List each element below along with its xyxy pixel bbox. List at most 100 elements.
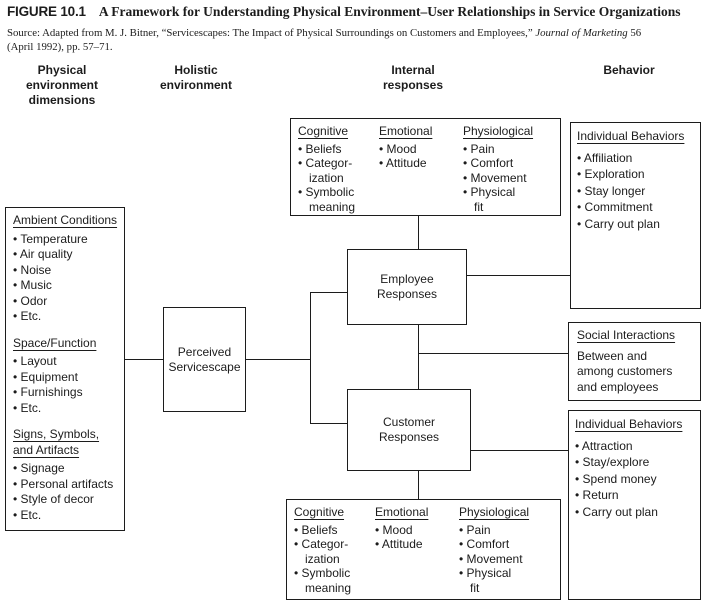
bullet-item: • Stay/explore [575,455,650,469]
column-list: • Pain• Comfort• Movement• Physical fit [463,142,559,215]
bullet-item: • Pain [463,141,495,156]
bullet-item: • Beliefs [294,522,338,537]
emotional-column: Emotional • Mood• Attitude [379,124,463,215]
bullet-item: • Movement [459,551,523,566]
bullet-item: • Etc. [13,400,42,415]
bullet-item: • Spend money [575,471,657,486]
individual-behaviors-employee-box: Individual Behaviors • Affiliation• Expl… [570,122,701,309]
bullet-item: • Movement [463,170,527,185]
bullet-item: • Exploration [577,167,645,181]
bullet-item: • Beliefs [298,141,342,156]
box-heading: Individual Behaviors [577,129,685,143]
bullet-item: • Mood [375,522,413,537]
section-list: • Signage• Personal artifacts• Style of … [13,461,122,523]
figure-header: FIGURE 10.1 A Framework for Understandin… [7,4,680,20]
bullet-item: • Comfort [463,156,514,170]
source-journal-name: Journal of Marketing [535,27,628,39]
bullet-item: • Stay longer [577,183,646,198]
bullet-item: • Personal artifacts [13,476,114,491]
bullet-item: • Physical fit [459,566,512,595]
emotional-column: Emotional • Mood• Attitude [375,505,459,599]
employee-responses-box: Employee Responses [347,249,467,325]
column-header-holistic-environment: Holistic environment [159,63,232,92]
section-space-function: Space/Function • Layout• Equipment• Furn… [13,336,122,417]
section-heading: Space/Function [13,335,97,350]
column-heading-emotional: Emotional [375,505,429,519]
column-heading-physiological: Physiological [459,505,530,519]
behavior-list: • Attraction • Stay/explore • Spend money •… [575,438,698,521]
section-heading: Signs, Symbols, and Artifacts [13,427,100,457]
bullet-item: • Etc. [13,507,42,522]
section-ambient-conditions: Ambient Conditions • Temperature• Air qu… [13,213,122,325]
social-interactions-body: Between and among customers and employee… [577,348,673,394]
bullet-item: • Symbolic meaning [294,566,352,595]
connector-to-social-interactions [419,353,568,354]
employee-responses-label: Employee Responses [376,272,438,301]
column-header-physical-environment-dimensions: Physical environment dimensions [25,63,98,107]
connector-trunk-to-customer [311,423,347,424]
bullet-item: • Signage [13,461,65,475]
column-heading-cognitive: Cognitive [298,124,349,138]
section-signs-symbols-artifacts: Signs, Symbols, and Artifacts • Signage•… [13,427,122,523]
bullet-item: • Furnishings [13,385,83,399]
column-header-behavior: Behavior [603,63,655,77]
figure-title: A Framework for Understanding Physical E… [98,4,681,19]
bullet-item: • Music [13,278,52,292]
internal-responses-customer-box: Cognitive • Beliefs• Categor- ization• S… [286,499,561,600]
connector-trunk-vertical [310,292,311,424]
bullet-item: • Comfort [459,537,510,551]
physiological-column: Physiological • Pain• Comfort• Movement•… [463,124,559,215]
column-heading-cognitive: Cognitive [294,505,345,519]
physiological-column: Physiological • Pain• Comfort• Movement•… [459,505,555,599]
column-list: • Mood• Attitude [375,523,459,552]
bullet-item: • Categor- ization [294,537,349,566]
column-heading-emotional: Emotional [379,124,433,138]
column-heading-physiological: Physiological [463,124,534,138]
cognitive-column: Cognitive • Beliefs• Categor- ization• S… [298,124,379,215]
bullet-item: • Attraction [575,438,633,453]
bullet-item: • Noise [13,262,52,277]
column-list: • Beliefs• Categor- ization• Symbolic me… [294,523,375,596]
bullet-item: • Attitude [375,537,423,551]
bullet-item: • Mood [379,141,417,156]
perceived-servicescape-label: Perceived Servicescape [168,344,241,374]
column-list: • Pain• Comfort• Movement• Physical fit [459,523,555,596]
bullet-item: • Attitude [379,156,427,170]
figure-source: Source: Adapted from M. J. Bitner, “Serv… [7,26,669,54]
source-text-suffix: 56 (April 1992), pp. 57–71. [7,27,642,54]
section-heading: Ambient Conditions [13,213,118,227]
connector-dimensions-to-servicescape [124,359,164,360]
bullet-item: • Temperature [13,231,88,246]
bullet-item: • Return [575,488,619,502]
box-heading: Individual Behaviors [575,417,683,431]
connector-customer-to-internal-bottom [418,470,419,499]
connector-employee-to-individual-behaviors [466,275,570,276]
section-list: • Temperature• Air quality• Noise• Music… [13,232,122,325]
bullet-item: • Etc. [13,309,42,323]
column-list: • Beliefs• Categor- ization• Symbolic me… [298,142,379,215]
bullet-item: • Layout [13,354,57,368]
cognitive-column: Cognitive • Beliefs• Categor- ization• S… [294,505,375,599]
bullet-item: • Carry out plan [577,216,660,231]
bullet-item: • Categor- ization [298,156,353,185]
individual-behaviors-customer-box: Individual Behaviors • Attraction • Stay/… [568,410,701,600]
internal-responses-employee-box: Cognitive • Beliefs• Categor- ization• S… [290,118,561,216]
figure-number-label: FIGURE 10.1 [7,4,86,19]
bullet-item: • Odor [13,293,48,308]
physical-dimensions-box: Ambient Conditions • Temperature• Air qu… [5,207,125,531]
connector-internal-top-to-employee [418,215,419,249]
column-header-internal-responses: Internal responses [382,63,444,92]
connector-servicescape-to-trunk [246,359,311,360]
connector-employee-to-customer [418,324,419,389]
bullet-item: • Physical fit [463,185,516,214]
bullet-item: • Air quality [13,247,73,261]
customer-responses-box: Customer Responses [347,389,471,471]
behavior-list: • Affiliation• Exploration• Stay longer•… [577,150,698,233]
bullet-item: • Carry out plan [575,504,658,519]
bullet-item: • Style of decor [13,492,94,506]
source-text-prefix: Source: Adapted from M. J. Bitner, “Serv… [7,27,536,39]
bullet-item: • Equipment [13,369,78,384]
social-interactions-box: Social Interactions Between and among cu… [568,322,701,401]
box-heading: Social Interactions [577,328,676,342]
